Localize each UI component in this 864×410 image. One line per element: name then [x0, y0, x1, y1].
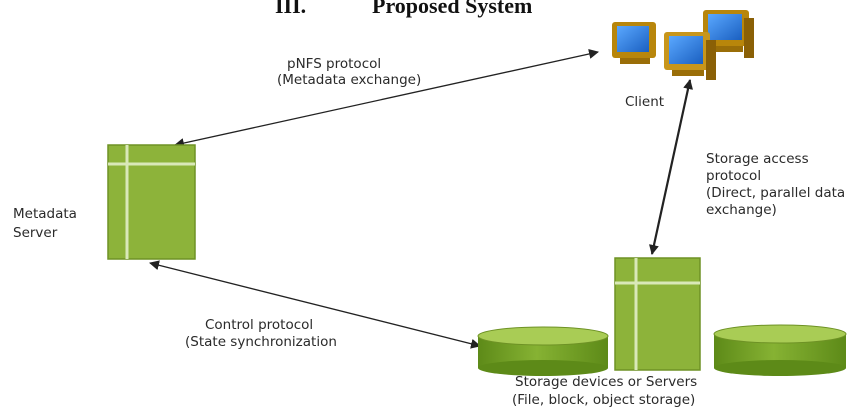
- storage-access-label-line: (Direct, parallel data: [706, 185, 845, 201]
- storage-label: Storage devices or Servers (File, block,…: [512, 374, 701, 408]
- pnfs-label: pNFS protocol (Metadata exchange): [277, 56, 421, 88]
- storage-disk-left-icon: [477, 326, 609, 376]
- storage-disk-right-icon: [713, 324, 847, 376]
- storage-access-label: Storage access protocol (Direct, paralle…: [706, 151, 850, 218]
- storage-label-line: (File, block, object storage): [512, 392, 695, 408]
- storage-access-arrow: [649, 79, 693, 255]
- metadata-server-label-line: Metadata: [13, 206, 77, 222]
- control-arrow: [149, 260, 481, 349]
- storage-server-icon: [614, 257, 701, 371]
- storage-access-label-line: protocol: [706, 168, 761, 184]
- storage-access-label-line: exchange): [706, 202, 777, 218]
- pnfs-label-line: (Metadata exchange): [277, 72, 421, 88]
- storage-access-label-line: Storage access: [706, 151, 809, 167]
- pnfs-arrow: [174, 49, 599, 148]
- section-title: Proposed System: [372, 0, 532, 18]
- storage-label-line: Storage devices or Servers: [515, 374, 697, 390]
- section-number: III.: [275, 0, 306, 18]
- client-computers-icon: [612, 10, 754, 80]
- metadata-server-label-line: Server: [13, 225, 58, 241]
- control-label: Control protocol (State synchronization: [185, 317, 337, 350]
- metadata-server-label: Metadata Server: [13, 206, 81, 241]
- control-label-line: Control protocol: [205, 317, 313, 333]
- control-label-line: (State synchronization: [185, 334, 337, 350]
- metadata-server-icon: [107, 144, 196, 260]
- client-label: Client: [625, 94, 664, 110]
- pnfs-label-line: pNFS protocol: [287, 56, 381, 72]
